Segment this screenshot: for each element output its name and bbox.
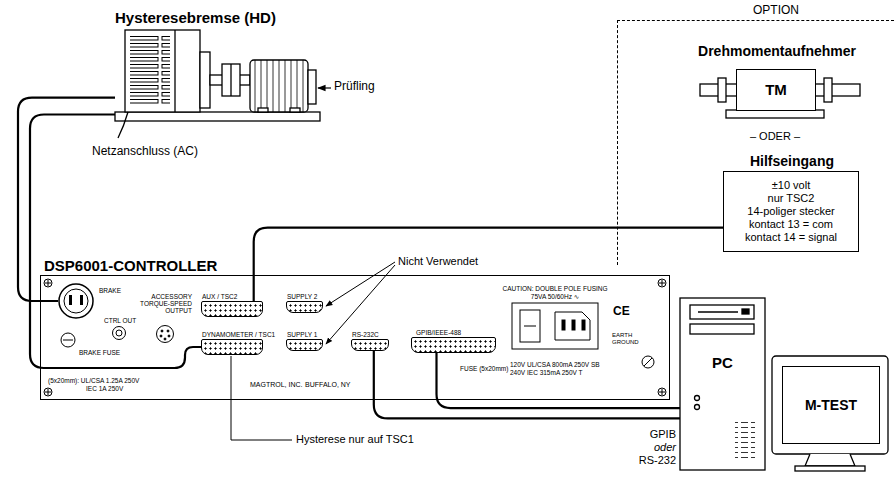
note-label: Prüfling <box>334 80 375 94</box>
node-heading: BRAKE <box>99 287 121 294</box>
note-label: TORQUE-SPEED <box>140 300 192 307</box>
note-label: Netzanschluss (AC) <box>92 145 198 159</box>
note-label: ACCESSORY <box>151 293 192 300</box>
node-heading: AUX / TSC2 <box>202 293 237 300</box>
dsub-connector: DYNAMOMETER / TSC1 <box>201 339 263 355</box>
note-label: FUSE (5x20mm) <box>460 365 508 372</box>
pc-tower <box>680 298 765 470</box>
pointer-arrow <box>318 87 331 88</box>
node-text: nur TSC2 <box>768 192 815 205</box>
node-heading: Drehmomentaufnehmer <box>698 43 856 59</box>
note-label: RS-232 <box>639 454 676 467</box>
node-heading: RS-232C <box>352 331 379 338</box>
note-label: OUTPUT <box>165 307 192 314</box>
note-label: IEC 1A 250V <box>86 385 123 392</box>
node-text: kontact 13 = com <box>749 218 833 231</box>
note-label: – ODER – <box>750 130 800 143</box>
note-label: CE <box>613 305 630 319</box>
cable <box>374 351 680 418</box>
dsub-connector: AUX / TSC2 <box>201 301 263 317</box>
cable <box>30 114 201 368</box>
motor-under-test <box>250 60 316 112</box>
node-heading: Hysteresebremse (HD) <box>115 9 276 26</box>
pc: PC <box>680 298 765 470</box>
note-label: Nicht Verwendet <box>398 255 478 268</box>
node-heading: SUPPLY 2 <box>287 293 317 300</box>
option-region: OPTIONDrehmomentaufnehmerTMHilfseingang±… <box>617 20 894 265</box>
node-text: TM <box>765 81 787 99</box>
node-text: kontact 14 = signal <box>745 231 837 244</box>
node-heading: DSP6001-CONTROLLER <box>44 257 217 274</box>
brake-group: Hysteresebremse (HD) <box>115 28 320 122</box>
dsub-connector: RS-232C <box>351 339 389 351</box>
panel-parts <box>44 279 666 396</box>
note-label: MAGTROL, INC. <box>250 381 303 389</box>
note-label: 240V IEC 315mA 250V T <box>510 369 583 376</box>
note-label: BRAKE FUSE <box>79 349 120 356</box>
brake-socket: BRAKE <box>58 283 94 319</box>
node-text: ±10 volt <box>772 179 810 192</box>
note-label: (5x20mm): UL/CSA 1.25A 250V <box>48 377 139 384</box>
torque-sensor-box: DrehmomentaufnehmerTM <box>736 69 816 111</box>
note-label: BUFFALO, NY <box>305 381 351 389</box>
node-heading: DYNAMOMETER / TSC1 <box>202 331 275 338</box>
node-heading: GPIB/IEEE-488 <box>416 329 461 336</box>
torque-transducer <box>700 78 860 118</box>
note-label: EARTH <box>612 332 632 339</box>
note-label: Hysterese nur auf TSC1 <box>296 433 414 446</box>
note-label: CTRL OUT <box>104 317 136 324</box>
node-heading: OPTION <box>753 4 799 18</box>
note-label: 75VA 50/60Hz ∿ <box>531 293 579 300</box>
node-heading: Hilfseingang <box>750 153 834 169</box>
dsub-connector: SUPPLY 2 <box>286 301 323 313</box>
cable <box>254 228 723 301</box>
monitor <box>772 356 888 471</box>
node-text: M-TEST <box>805 397 857 414</box>
aux-input-box: Hilfseingang±10 voltnur TSC214-poliger s… <box>723 171 859 252</box>
note-label: CAUTION: DOUBLE POLE FUSING <box>502 285 607 292</box>
node-text: PC <box>712 354 733 372</box>
hysteresis-brake <box>115 30 320 138</box>
note-label: GROUND <box>612 339 639 346</box>
note-label: oder <box>654 441 676 454</box>
monitor-screen: M-TEST <box>782 366 880 444</box>
node-heading: SUPPLY 1 <box>287 331 317 338</box>
node-text: 14-poliger stecker <box>747 205 834 218</box>
note-label: GPIB <box>650 428 676 441</box>
dsub-connector: GPIB/IEEE-488 <box>411 337 496 353</box>
dsub-connector: SUPPLY 1 <box>286 339 323 351</box>
socket-outline <box>58 283 94 319</box>
note-label: 120V UL/CSA 800mA 250V SB <box>510 361 600 368</box>
